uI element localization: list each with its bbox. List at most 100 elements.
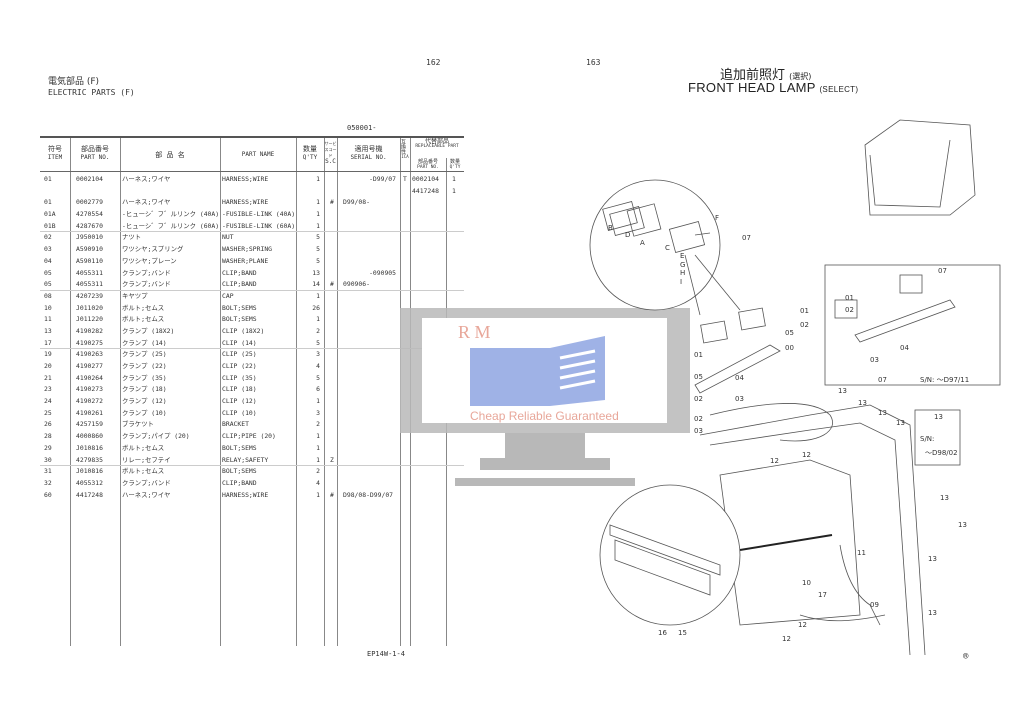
callout-label: 00	[785, 344, 794, 352]
wiring-harness	[799, 544, 886, 626]
cell-name: BOLT;SEMS	[222, 467, 257, 476]
cell-name: BOLT;SEMS	[222, 443, 257, 452]
cell-item: 25	[44, 408, 52, 417]
cell-qty: 2	[316, 420, 320, 429]
cell-qty: 26	[312, 303, 320, 312]
title-jp-note: (選択)	[789, 72, 812, 81]
hdr-repl-partno-jp: 部品番号	[417, 159, 438, 165]
inset-serial-1: S/N: ～D97/11	[920, 376, 969, 384]
cell-part-no: 4257159	[76, 420, 103, 429]
callout-label: 12	[782, 635, 791, 643]
watermark-logo: R M Cheap Reliable Guaranteed	[400, 308, 690, 486]
cell-name: WASHER;SPRING	[222, 245, 273, 254]
cell-name: CLIP (22)	[222, 362, 257, 370]
hdr-repl-jp: 代替部品	[424, 138, 449, 145]
callout-label: 01	[694, 351, 703, 359]
cell-name: -FUSIBLE-LINK (40A)	[222, 210, 296, 219]
cell-part-no: 0002779	[76, 198, 103, 207]
callout-label: 04	[900, 344, 909, 352]
cell-name-jp: ワツシヤ;プレーン	[122, 256, 177, 265]
cell-item: 02	[44, 233, 52, 242]
cell-item: 26	[44, 420, 52, 429]
callout-label: G	[680, 261, 685, 269]
cell-name-jp: ハーネス;ワイヤ	[122, 198, 171, 207]
cell-name-jp: ボルト;セムス	[122, 467, 165, 476]
cell-name-jp: -ヒューシ゛フ゛ルリンク (60A)	[122, 221, 220, 230]
cell-name-jp: クランプ (35)	[122, 373, 167, 382]
cell-part-no: 4190273	[76, 385, 103, 394]
cell-item: 01A	[44, 210, 56, 219]
cell-name-jp: クランプ;パイプ (20)	[122, 432, 190, 441]
lamp-detail	[602, 201, 741, 316]
callout-label: 13	[958, 521, 967, 529]
callout-label: 01	[845, 294, 854, 302]
cell-part-no: 4190264	[76, 373, 103, 382]
title-en: FRONT HEAD LAMP	[688, 80, 816, 95]
cell-name: CLIP;BAND	[222, 280, 257, 289]
cell-item: 31	[44, 467, 52, 476]
cell-qty: 1	[316, 455, 320, 464]
cell-part-no: J010816	[76, 467, 103, 476]
hdr-qty: Q'TY	[302, 154, 318, 161]
hdr-qty-jp: 数量	[303, 145, 317, 153]
cell-part-no: 4190263	[76, 350, 103, 359]
cell-repl-qty: 1	[452, 186, 456, 195]
cell-qty: 4	[316, 478, 320, 487]
callout-label: F	[715, 214, 719, 222]
callout-label: 13	[928, 555, 937, 563]
cell-item: 08	[44, 291, 52, 300]
hdr-partno-jp: 部品番号	[81, 145, 109, 153]
cell-qty: 1	[316, 397, 320, 406]
cell-part-no: 4287670	[76, 221, 103, 230]
cell-sc: Z	[330, 455, 334, 464]
cell-name: -FUSIBLE-LINK (60A)	[222, 221, 296, 230]
cell-qty: 5	[316, 338, 320, 347]
cell-name-jp: クランプ (22)	[122, 362, 167, 370]
cell-name-jp: ボルト;セムス	[122, 315, 165, 324]
hdr-item: ITEM	[47, 154, 63, 161]
inset-box-early	[824, 264, 1001, 386]
hdr-sc: S.C	[325, 158, 336, 165]
cell-item: 24	[44, 397, 52, 406]
cell-part-no: 4207239	[76, 291, 103, 300]
lamp-bar	[694, 307, 833, 442]
cell-name: BOLT;SEMS	[222, 315, 257, 324]
cell-item: 01	[44, 198, 52, 207]
callout-label: B	[608, 224, 613, 232]
cell-item: 19	[44, 350, 52, 359]
callout-label: 17	[818, 591, 827, 599]
diagram-title-en: FRONT HEAD LAMP (SELECT)	[688, 80, 858, 95]
relay-detail	[609, 524, 833, 596]
cell-qty: 1	[316, 198, 320, 207]
cell-qty: 1	[316, 291, 320, 300]
cell-name: CLIP (14)	[222, 338, 257, 347]
callout-label: H	[680, 269, 685, 277]
callout-label: D	[625, 231, 630, 239]
cell-name-jp: ブラケツト	[122, 420, 154, 429]
cell-serial: 090906-	[343, 280, 370, 289]
cell-qty: 3	[316, 408, 320, 417]
cell-name: CLIP;PIPE (20)	[222, 432, 276, 441]
cell-name-jp: ハーネス;ワイヤ	[122, 490, 171, 499]
cell-item: 05	[44, 268, 52, 277]
callout-label: 16	[658, 629, 667, 637]
callout-label: 13	[934, 413, 943, 421]
cell-name-jp: クランプ;バンド	[122, 478, 171, 487]
section-title-jp: 電気部品 (F)	[48, 77, 100, 87]
watermark-rm: R M	[458, 322, 491, 342]
hdr-repl-qty: Q'TY	[449, 165, 461, 170]
cell-part-no: 4279835	[76, 455, 103, 464]
cell-part-no: 4190261	[76, 408, 103, 417]
cell-item: 23	[44, 385, 52, 394]
callout-label: 12	[770, 457, 779, 465]
cell-part-no: 4270554	[76, 210, 103, 219]
